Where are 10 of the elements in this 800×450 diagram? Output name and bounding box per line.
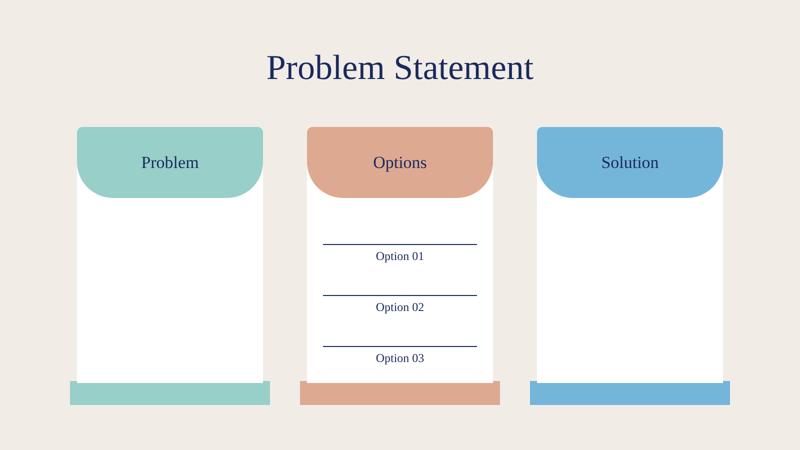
option-text: Option 02 [374, 300, 426, 315]
card-heading: Options [373, 152, 427, 172]
option-text: Option 03 [374, 351, 426, 366]
card-heading: Solution [601, 152, 659, 172]
option-text: Option 01 [374, 249, 426, 264]
card-heading: Problem [141, 152, 199, 172]
card [70, 127, 270, 405]
card [300, 127, 500, 405]
card [530, 127, 730, 405]
slide-title: Problem Statement [266, 48, 534, 88]
